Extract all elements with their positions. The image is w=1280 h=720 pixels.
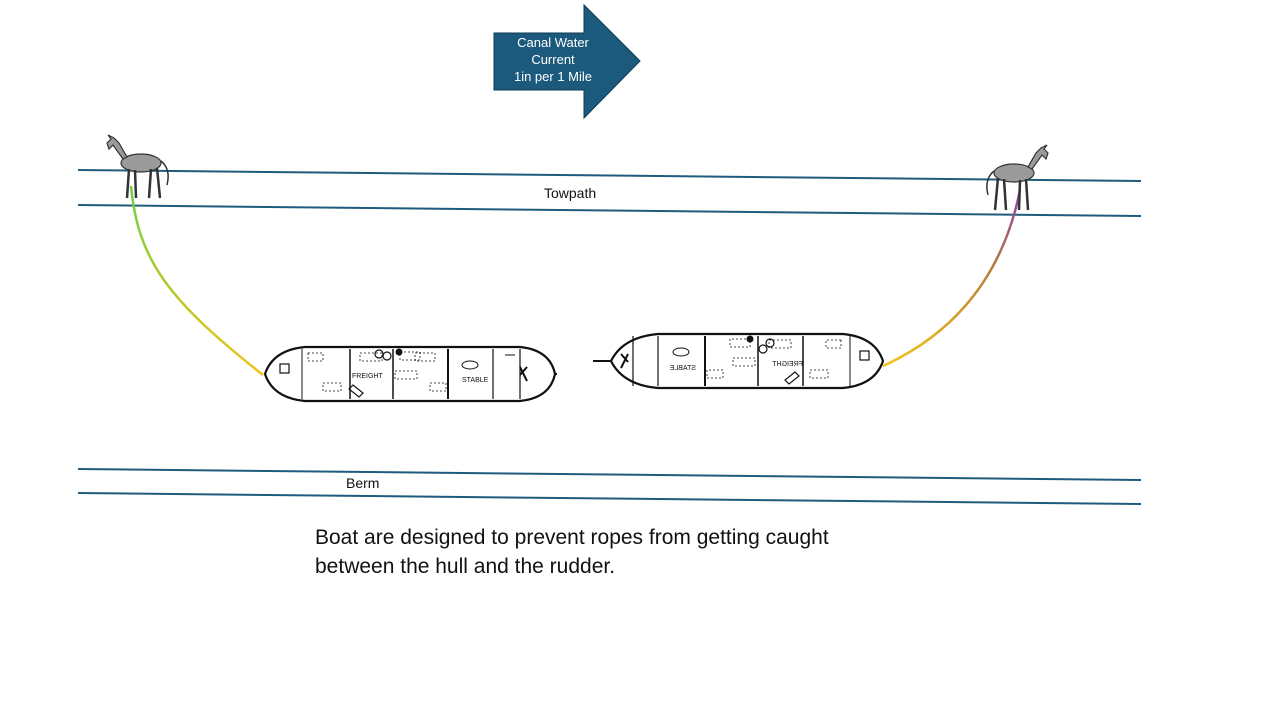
boat-label-freight: FREIGHT bbox=[352, 373, 383, 380]
current-arrow-label: Canal Water Current 1in per 1 Mile bbox=[494, 34, 612, 85]
towpath-label: Towpath bbox=[544, 185, 597, 201]
boat-label-stable: STABLE bbox=[462, 377, 489, 384]
current-line-3: 1in per 1 Mile bbox=[513, 69, 593, 84]
caption-line-2: between the hull and the rudder. bbox=[315, 555, 616, 578]
mule-icon bbox=[106, 134, 169, 199]
mule-icon bbox=[986, 144, 1049, 211]
towpath-lines bbox=[77, 169, 1142, 217]
boat-label-freight: FREIGHT bbox=[772, 361, 803, 368]
berm-label: Berm bbox=[346, 475, 380, 491]
current-line-2: Current bbox=[531, 52, 575, 67]
tow-rope-left bbox=[129, 185, 264, 376]
current-line-1: Canal Water bbox=[517, 35, 589, 50]
tow-rope-right bbox=[882, 189, 1022, 368]
canal-boat-icon bbox=[593, 332, 885, 390]
current-arrow-icon bbox=[493, 3, 641, 120]
caption: Boat are designed to prevent ropes from … bbox=[315, 523, 935, 581]
boat-label-stable: STABLE bbox=[669, 365, 696, 372]
canal-boat-icon bbox=[263, 345, 557, 403]
caption-line-1: Boat are designed to prevent ropes from … bbox=[315, 526, 829, 549]
berm-lines bbox=[77, 468, 1142, 505]
